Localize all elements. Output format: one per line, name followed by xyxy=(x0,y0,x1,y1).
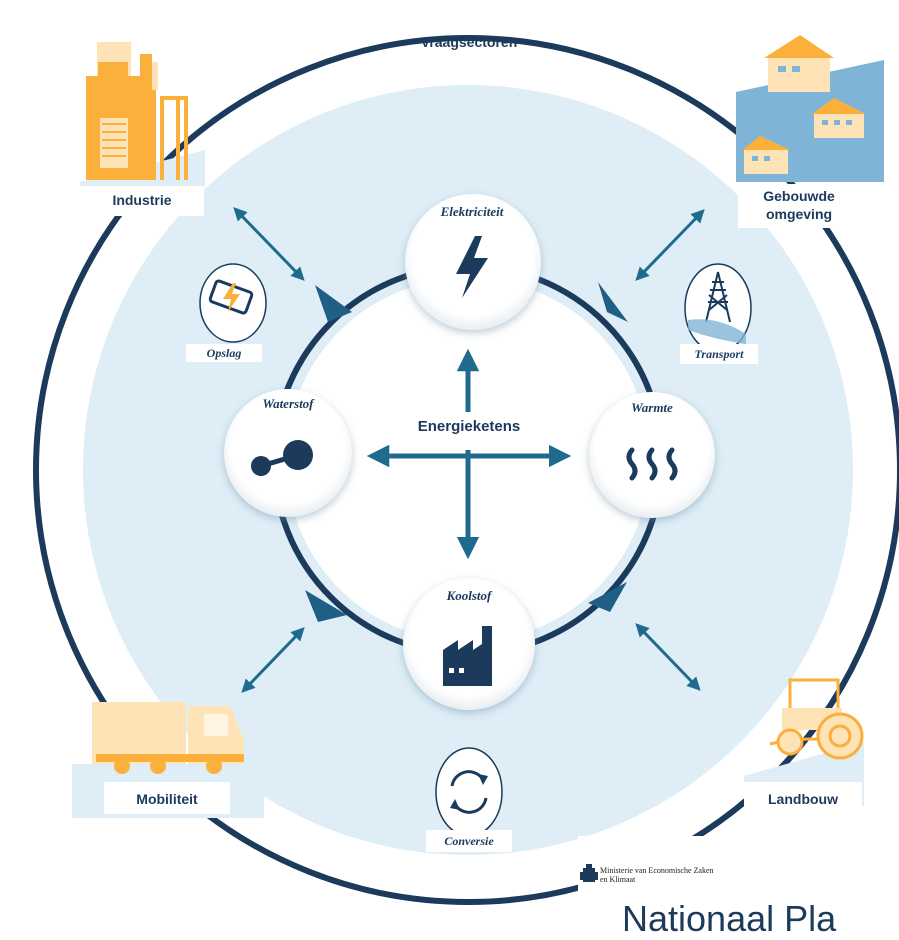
arrow-gebouwde xyxy=(635,209,705,281)
lightning-icon xyxy=(456,236,488,298)
arrow-mobiliteit xyxy=(241,627,305,693)
outer-title: Vraagsectoren xyxy=(420,34,518,50)
molecule-icon xyxy=(251,440,313,476)
sector-industrie: Industrie xyxy=(112,192,172,208)
chain-koolstof-label: Koolstof xyxy=(446,588,492,603)
factory-icon xyxy=(443,626,492,686)
heat-waves-icon xyxy=(626,447,678,481)
opslag-label-box xyxy=(186,344,262,362)
node-elektriciteit xyxy=(405,194,541,330)
ministry-line2: en Klimaat xyxy=(600,875,636,884)
buildings-illustration xyxy=(736,35,884,182)
ministry-logo-box xyxy=(578,836,758,900)
node-opslag xyxy=(199,263,267,343)
function-opslag: Opslag xyxy=(206,346,242,360)
ring-arrow-sw xyxy=(305,590,347,622)
outer-ring xyxy=(33,35,899,905)
node-warmte xyxy=(589,392,715,518)
node-transport xyxy=(684,263,752,353)
function-transport: Transport xyxy=(694,347,744,361)
chain-warmte-label: Warmte xyxy=(631,400,673,415)
transport-label-box xyxy=(680,344,758,364)
chain-waterstof-label: Waterstof xyxy=(262,396,314,411)
node-koolstof xyxy=(403,578,535,710)
node-conversie xyxy=(435,747,503,837)
node-waterstof xyxy=(224,389,352,517)
arrow-industrie xyxy=(233,207,305,281)
conversie-label-box xyxy=(426,830,512,852)
industry-illustration xyxy=(80,42,205,188)
ministry-name: Ministerie van Economische Zaken en Klim… xyxy=(600,866,750,884)
sector-gebouwde-line2: omgeving xyxy=(765,206,833,222)
footer-title: Nationaal Pla xyxy=(622,898,837,939)
sector-landbouw: Landbouw xyxy=(768,791,838,807)
function-conversie: Conversie xyxy=(444,834,494,848)
ministry-line1: Ministerie van Economische Zaken xyxy=(600,866,714,875)
sector-gebouwde-line1: Gebouwde xyxy=(763,188,835,204)
sector-mobiliteit: Mobiliteit xyxy=(136,791,198,807)
coat-of-arms-icon xyxy=(580,864,598,882)
ring-arrow-ne xyxy=(598,282,628,322)
chain-elektriciteit-label: Elektriciteit xyxy=(440,204,504,219)
ring-arrow-se xyxy=(588,582,627,612)
pylon-icon xyxy=(705,271,731,323)
ring-arrow-nw xyxy=(315,285,352,322)
center-title: Energieketens xyxy=(417,418,521,435)
arrow-landbouw xyxy=(635,623,701,691)
battery-icon xyxy=(208,279,254,315)
